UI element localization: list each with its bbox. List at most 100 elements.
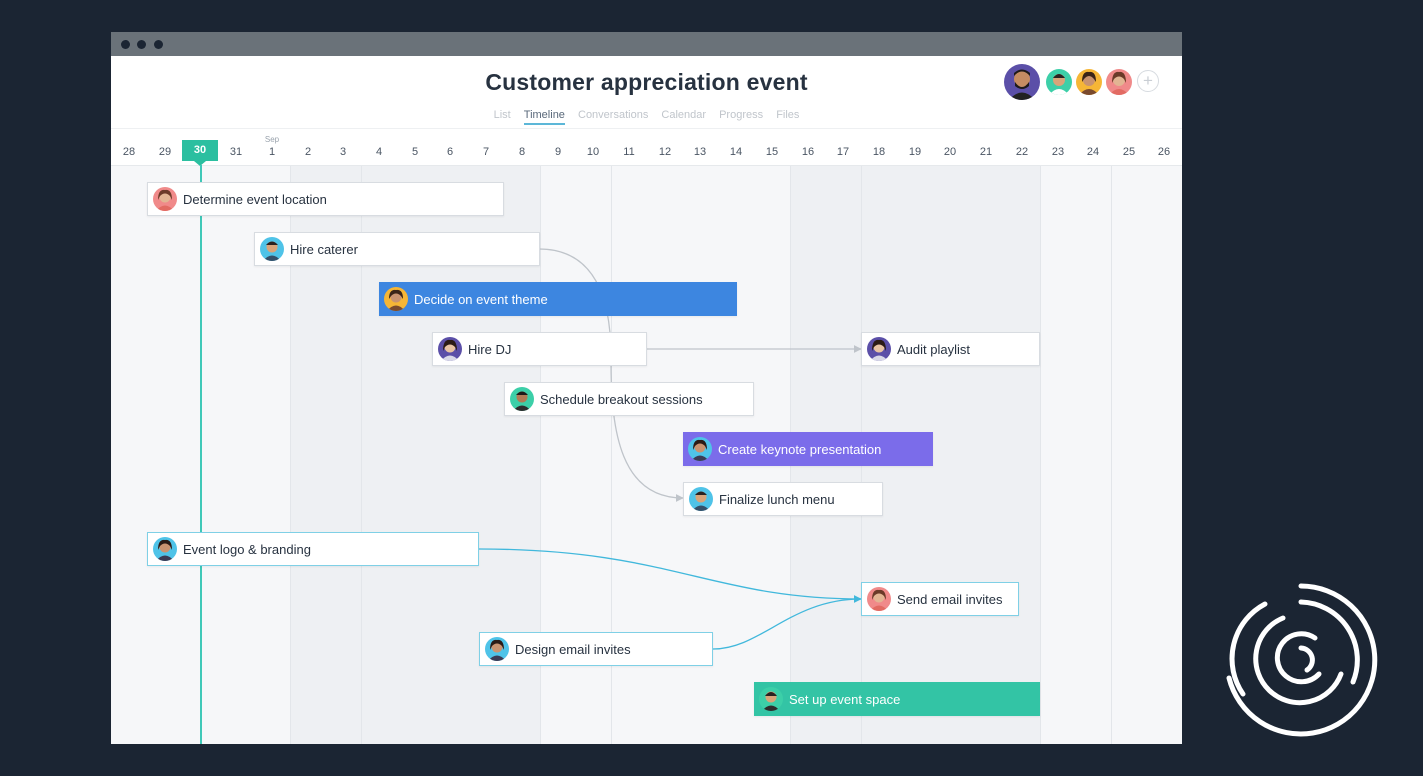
task-name: Set up event space <box>789 691 901 707</box>
task-hire-caterer[interactable]: Hire caterer <box>254 232 540 266</box>
tab-files[interactable]: Files <box>776 109 800 121</box>
task-name: Create keynote presentation <box>718 441 882 457</box>
date-cell[interactable]: 11 <box>623 146 635 158</box>
task-name: Event logo & branding <box>183 541 311 557</box>
date-cell[interactable]: 7 <box>482 146 490 158</box>
add-member-button[interactable]: + <box>1137 70 1159 92</box>
assignee-avatar <box>153 187 177 211</box>
person-icon <box>1009 69 1035 100</box>
task-name: Decide on event theme <box>414 291 548 307</box>
task-finalize-lunch-menu[interactable]: Finalize lunch menu <box>683 482 883 516</box>
person-icon <box>513 391 531 411</box>
maximize-window-icon[interactable] <box>154 40 163 49</box>
task-name: Schedule breakout sessions <box>540 391 703 407</box>
assignee-avatar <box>384 287 408 311</box>
person-icon <box>1079 71 1099 95</box>
brand-logo-icon <box>1226 583 1378 737</box>
date-cell[interactable]: 17 <box>836 146 850 158</box>
today-line <box>200 165 202 744</box>
assignee-avatar <box>689 487 713 511</box>
tab-calendar[interactable]: Calendar <box>661 109 707 121</box>
date-cell[interactable]: 8 <box>518 146 526 158</box>
date-cell[interactable]: 2 <box>304 146 312 158</box>
assignee-avatar <box>438 337 462 361</box>
tab-list[interactable]: List <box>493 109 511 121</box>
date-cell[interactable]: 14 <box>729 146 743 158</box>
member-avatar-1[interactable] <box>1004 64 1040 100</box>
date-cell[interactable]: 5 <box>411 146 419 158</box>
app-window: Customer appreciation event List Timelin… <box>111 32 1182 744</box>
task-name: Hire DJ <box>468 341 512 357</box>
window-titlebar <box>111 32 1182 56</box>
person-icon <box>263 241 281 261</box>
date-cell[interactable]: 13 <box>693 146 707 158</box>
date-cell[interactable]: 16 <box>801 146 815 158</box>
person-icon <box>692 491 710 511</box>
person-icon <box>762 691 780 711</box>
task-name: Design email invites <box>515 641 631 657</box>
member-avatar-4[interactable] <box>1106 69 1132 95</box>
date-cell[interactable]: 21 <box>979 146 993 158</box>
task-set-up-event-space[interactable]: Set up event space <box>754 682 1040 716</box>
project-title: Customer appreciation event <box>485 69 808 95</box>
minimize-window-icon[interactable] <box>137 40 146 49</box>
date-cell[interactable]: 12 <box>658 146 672 158</box>
date-cell[interactable]: 28 <box>122 146 136 158</box>
grid-line <box>361 165 362 744</box>
task-event-logo-and-branding[interactable]: Event logo & branding <box>147 532 479 566</box>
task-send-email-invites[interactable]: Send email invites <box>861 582 1019 616</box>
task-name: Determine event location <box>183 191 327 207</box>
assignee-avatar <box>153 537 177 561</box>
person-icon <box>1049 74 1069 95</box>
date-cell[interactable]: 29 <box>158 146 172 158</box>
assignee-avatar <box>867 587 891 611</box>
date-cell[interactable]: 19 <box>908 146 922 158</box>
person-icon <box>387 289 405 311</box>
date-header: Sep 28 29 30 31 1 2 3 4 5 6 7 8 9 10 11 … <box>111 128 1182 166</box>
date-cell[interactable]: 4 <box>375 146 383 158</box>
grid-line <box>1040 165 1041 744</box>
date-cell[interactable]: 31 <box>229 146 243 158</box>
date-cell[interactable]: 24 <box>1086 146 1100 158</box>
person-icon <box>870 589 888 611</box>
person-icon <box>1109 71 1129 95</box>
person-icon <box>870 339 888 361</box>
task-audit-playlist[interactable]: Audit playlist <box>861 332 1040 366</box>
date-cell[interactable]: 18 <box>872 146 886 158</box>
date-cell[interactable]: 22 <box>1015 146 1029 158</box>
date-cell[interactable]: 26 <box>1157 146 1171 158</box>
date-cell[interactable]: 10 <box>586 146 600 158</box>
task-schedule-breakout-sessions[interactable]: Schedule breakout sessions <box>504 382 754 416</box>
assignee-avatar <box>867 337 891 361</box>
date-cell[interactable]: 6 <box>446 146 454 158</box>
today-marker[interactable]: 30 <box>182 140 218 166</box>
task-create-keynote-presentation[interactable]: Create keynote presentation <box>683 432 933 466</box>
date-cell[interactable]: 9 <box>554 146 562 158</box>
date-cell[interactable]: 15 <box>765 146 779 158</box>
task-determine-event-location[interactable]: Determine event location <box>147 182 504 216</box>
task-decide-on-event-theme[interactable]: Decide on event theme <box>379 282 737 316</box>
date-cell[interactable]: 3 <box>339 146 347 158</box>
member-avatar-2[interactable] <box>1046 69 1072 95</box>
date-cell[interactable]: 23 <box>1051 146 1065 158</box>
assignee-avatar <box>510 387 534 411</box>
person-icon <box>156 189 174 211</box>
project-tabs: List Timeline Conversations Calendar Pro… <box>111 109 1182 125</box>
grid-line <box>1111 165 1112 744</box>
date-cell[interactable]: 20 <box>943 146 957 158</box>
person-icon <box>441 339 459 361</box>
person-icon <box>691 439 709 461</box>
tab-conversations[interactable]: Conversations <box>578 109 649 121</box>
task-design-email-invites[interactable]: Design email invites <box>479 632 713 666</box>
person-icon <box>488 639 506 661</box>
tab-progress[interactable]: Progress <box>719 109 764 121</box>
close-window-icon[interactable] <box>121 40 130 49</box>
member-avatar-3[interactable] <box>1076 69 1102 95</box>
tab-timeline[interactable]: Timeline <box>523 109 565 125</box>
assignee-avatar <box>759 687 783 711</box>
date-cell[interactable]: 1 <box>268 146 276 158</box>
assignee-avatar <box>260 237 284 261</box>
date-cell[interactable]: 25 <box>1122 146 1136 158</box>
task-hire-dj[interactable]: Hire DJ <box>432 332 647 366</box>
person-icon <box>156 539 174 561</box>
